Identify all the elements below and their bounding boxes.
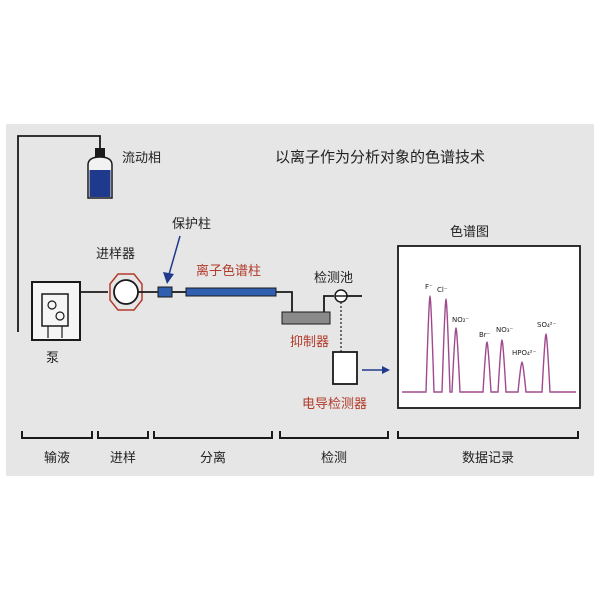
peak-label: SO₄²⁻ [537, 321, 557, 329]
guard-column-label: 保护柱 [172, 217, 211, 232]
diagram-title: 以离子作为分析对象的色谱技术 [275, 148, 485, 166]
peak-labels: F⁻ Cl⁻ NO₂⁻ Br⁻ NO₃⁻ HPO₄²⁻ SO₄²⁻ [425, 283, 557, 357]
peak-label: NO₂⁻ [452, 316, 470, 324]
ion-column-label: 离子色谱柱 [196, 263, 261, 279]
supply-tubing [17, 135, 101, 332]
flow-line-suppressor-cell [323, 295, 334, 312]
stage-label: 进样 [110, 451, 136, 466]
stage-label: 检测 [321, 451, 347, 466]
guard-column-pointer [167, 235, 181, 279]
peak-label: Cl⁻ [437, 286, 448, 294]
pump [31, 281, 81, 341]
stage-bracket [279, 431, 389, 439]
flow-line-column-suppressor [276, 291, 293, 312]
guard-column-arrowhead [163, 272, 174, 284]
stage-label: 输液 [44, 450, 70, 466]
stage-label: 分离 [200, 450, 226, 466]
injector-label: 进样器 [96, 247, 135, 262]
peak-label: NO₃⁻ [496, 326, 514, 334]
chromatogram-label: 色谱图 [450, 224, 489, 240]
suppressor-label: 抑制器 [290, 335, 329, 350]
conductivity-detector-label: 电导检测器 [302, 397, 367, 412]
mobile-phase-label: 流动相 [122, 151, 161, 166]
chromatogram-trace [402, 295, 576, 393]
peak-label: Br⁻ [479, 331, 491, 339]
mobile-phase-bottle [87, 148, 113, 199]
stage-bracket [97, 431, 149, 439]
detector-cell [334, 289, 348, 303]
guard-column [157, 286, 173, 298]
conductivity-detector [332, 351, 358, 385]
data-arrowhead [382, 366, 390, 374]
peak-label: HPO₄²⁻ [512, 349, 537, 357]
pump-label: 泵 [46, 351, 59, 366]
mobile-phase-liquid [89, 170, 111, 197]
detector-cell-label: 检测池 [314, 271, 353, 286]
stage-bracket [153, 431, 273, 439]
stage-bracket [21, 431, 93, 439]
stage-bracket [397, 431, 579, 439]
stage-label: 数据记录 [462, 451, 514, 466]
ion-column [185, 287, 277, 297]
suppressor [281, 311, 331, 325]
peak-label: F⁻ [425, 283, 433, 291]
stage-brackets: 输液 进样 分离 检测 数据记录 [21, 431, 579, 466]
